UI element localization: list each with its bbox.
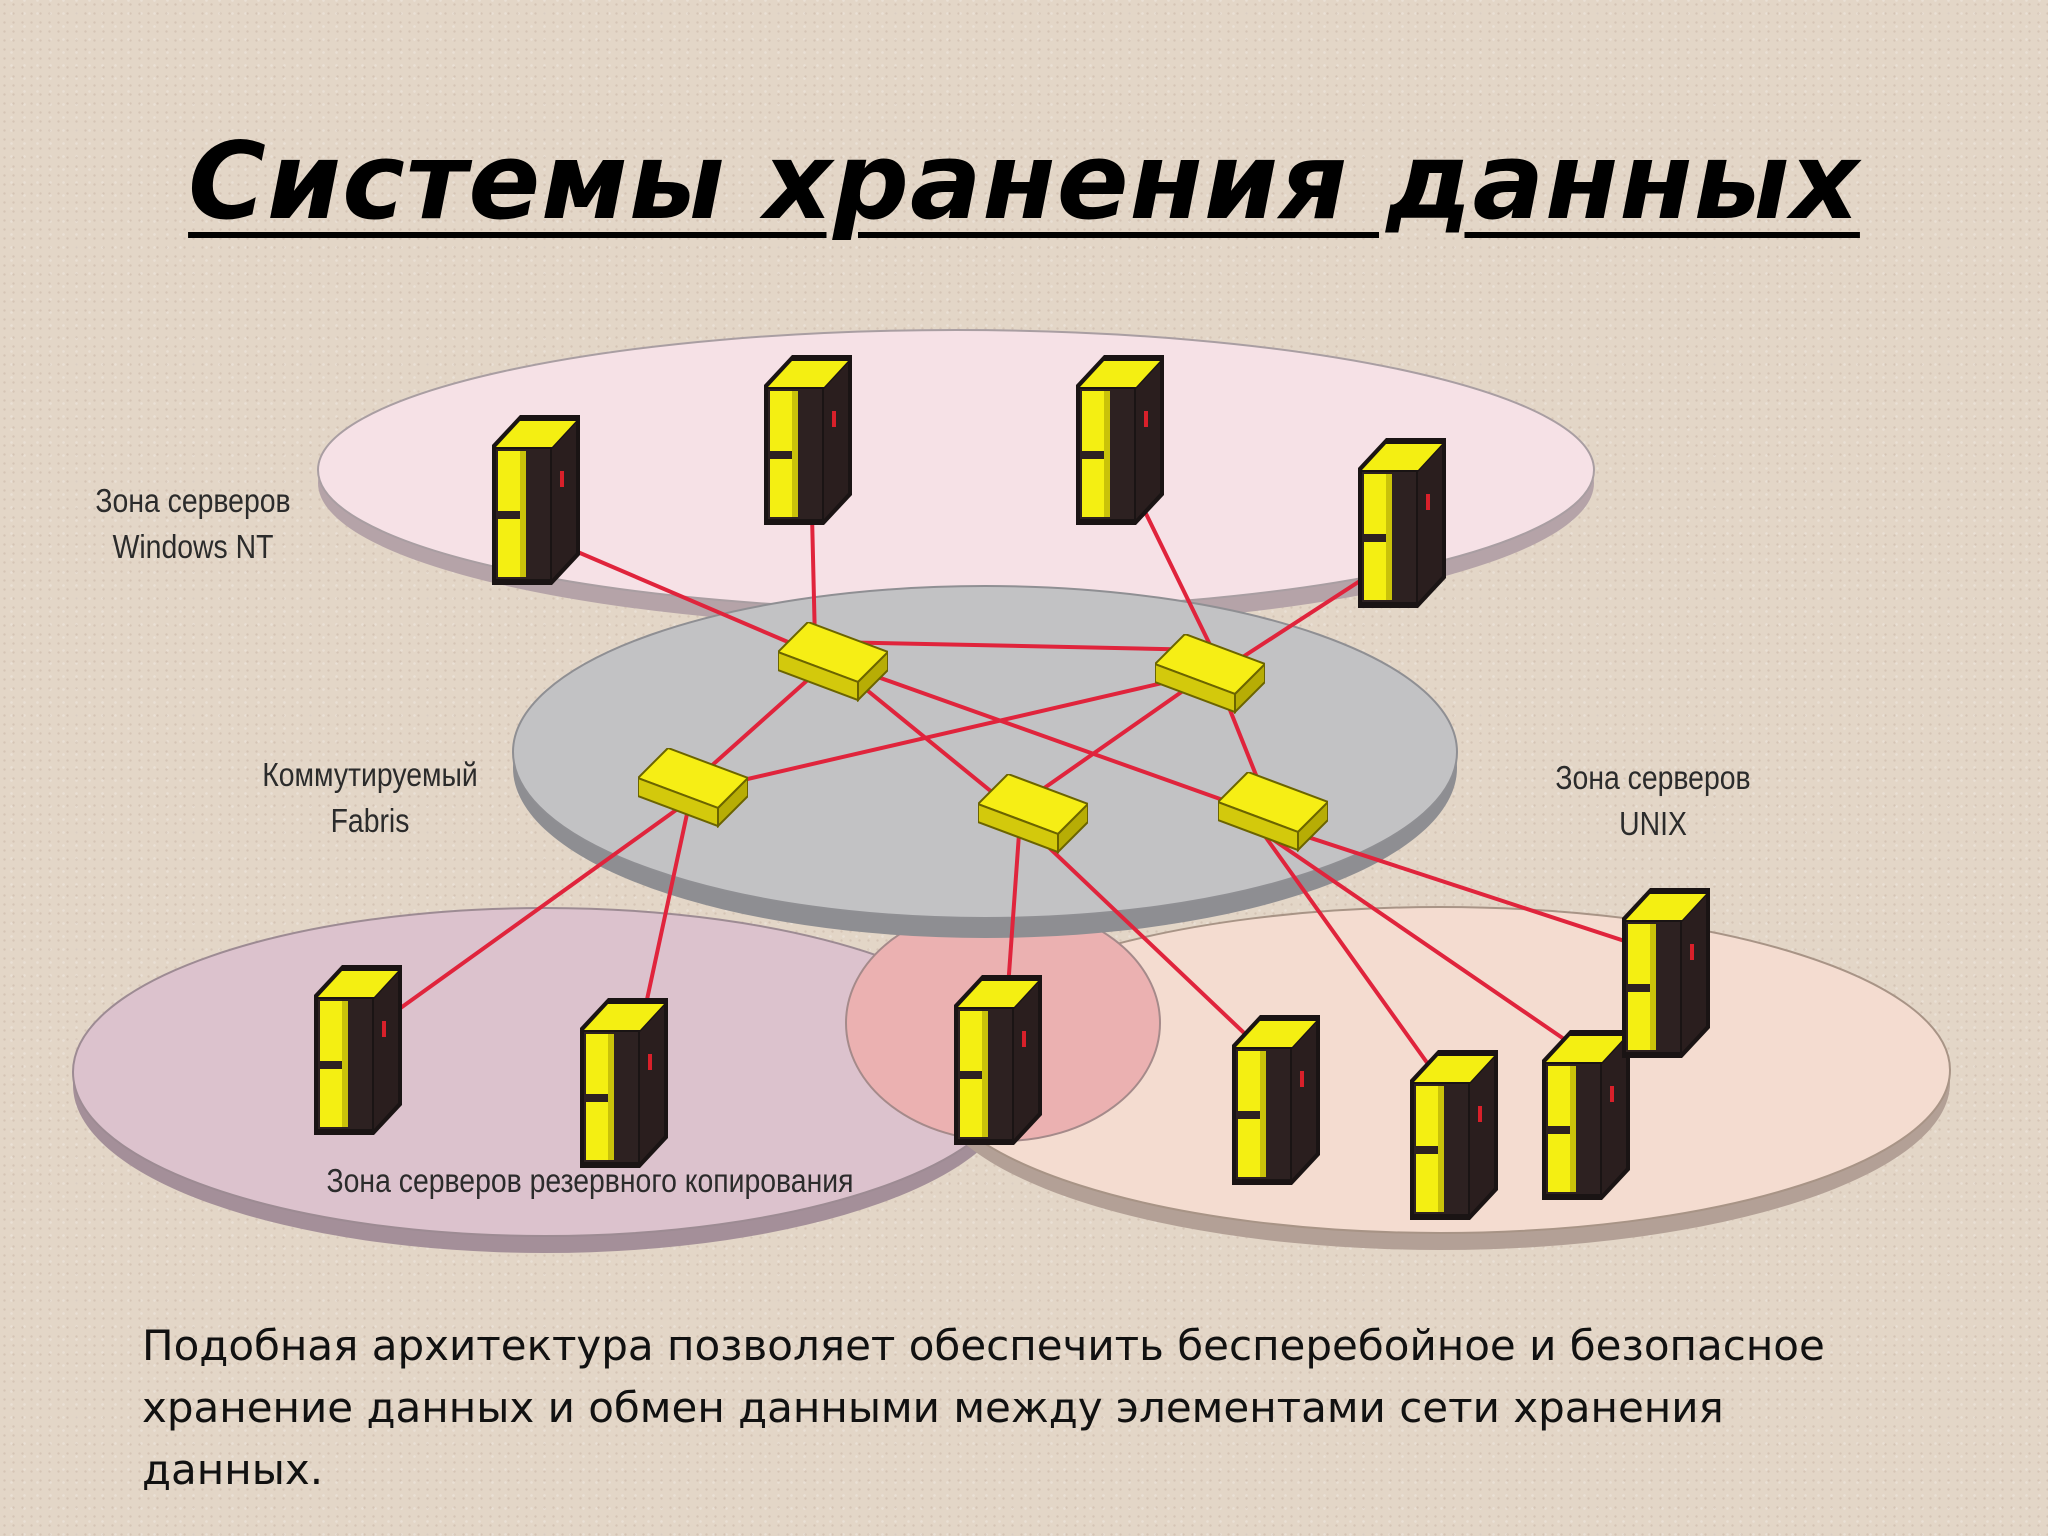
unix-server-icon	[1232, 1015, 1320, 1185]
zone-backup	[72, 907, 1018, 1253]
backup-zone-label: Зона серверов резервного копирования	[326, 1162, 854, 1199]
windows-server-icon	[1358, 438, 1446, 608]
unix-server-icon	[1542, 1030, 1630, 1200]
windows-zone-label: Зона серверов Windows NT	[95, 482, 291, 566]
fabric-label: Коммутируемый Fabris	[262, 756, 478, 840]
unix-zone-label: Зона серверов UNIX	[1555, 759, 1751, 843]
shared-server-icon	[954, 975, 1042, 1145]
page-title: Системы хранения данных	[188, 120, 1860, 243]
windows-server-icon	[1076, 355, 1164, 525]
description-text: Подобная архитектура позволяет обеспечит…	[142, 1321, 1825, 1494]
backup-server-icon	[314, 965, 402, 1135]
windows-server-icon	[492, 415, 580, 585]
zone-windows	[317, 329, 1595, 628]
unix-server-icon	[1622, 888, 1710, 1058]
backup-server-icon	[580, 998, 668, 1168]
unix-server-icon	[1410, 1050, 1498, 1220]
windows-server-icon	[764, 355, 852, 525]
